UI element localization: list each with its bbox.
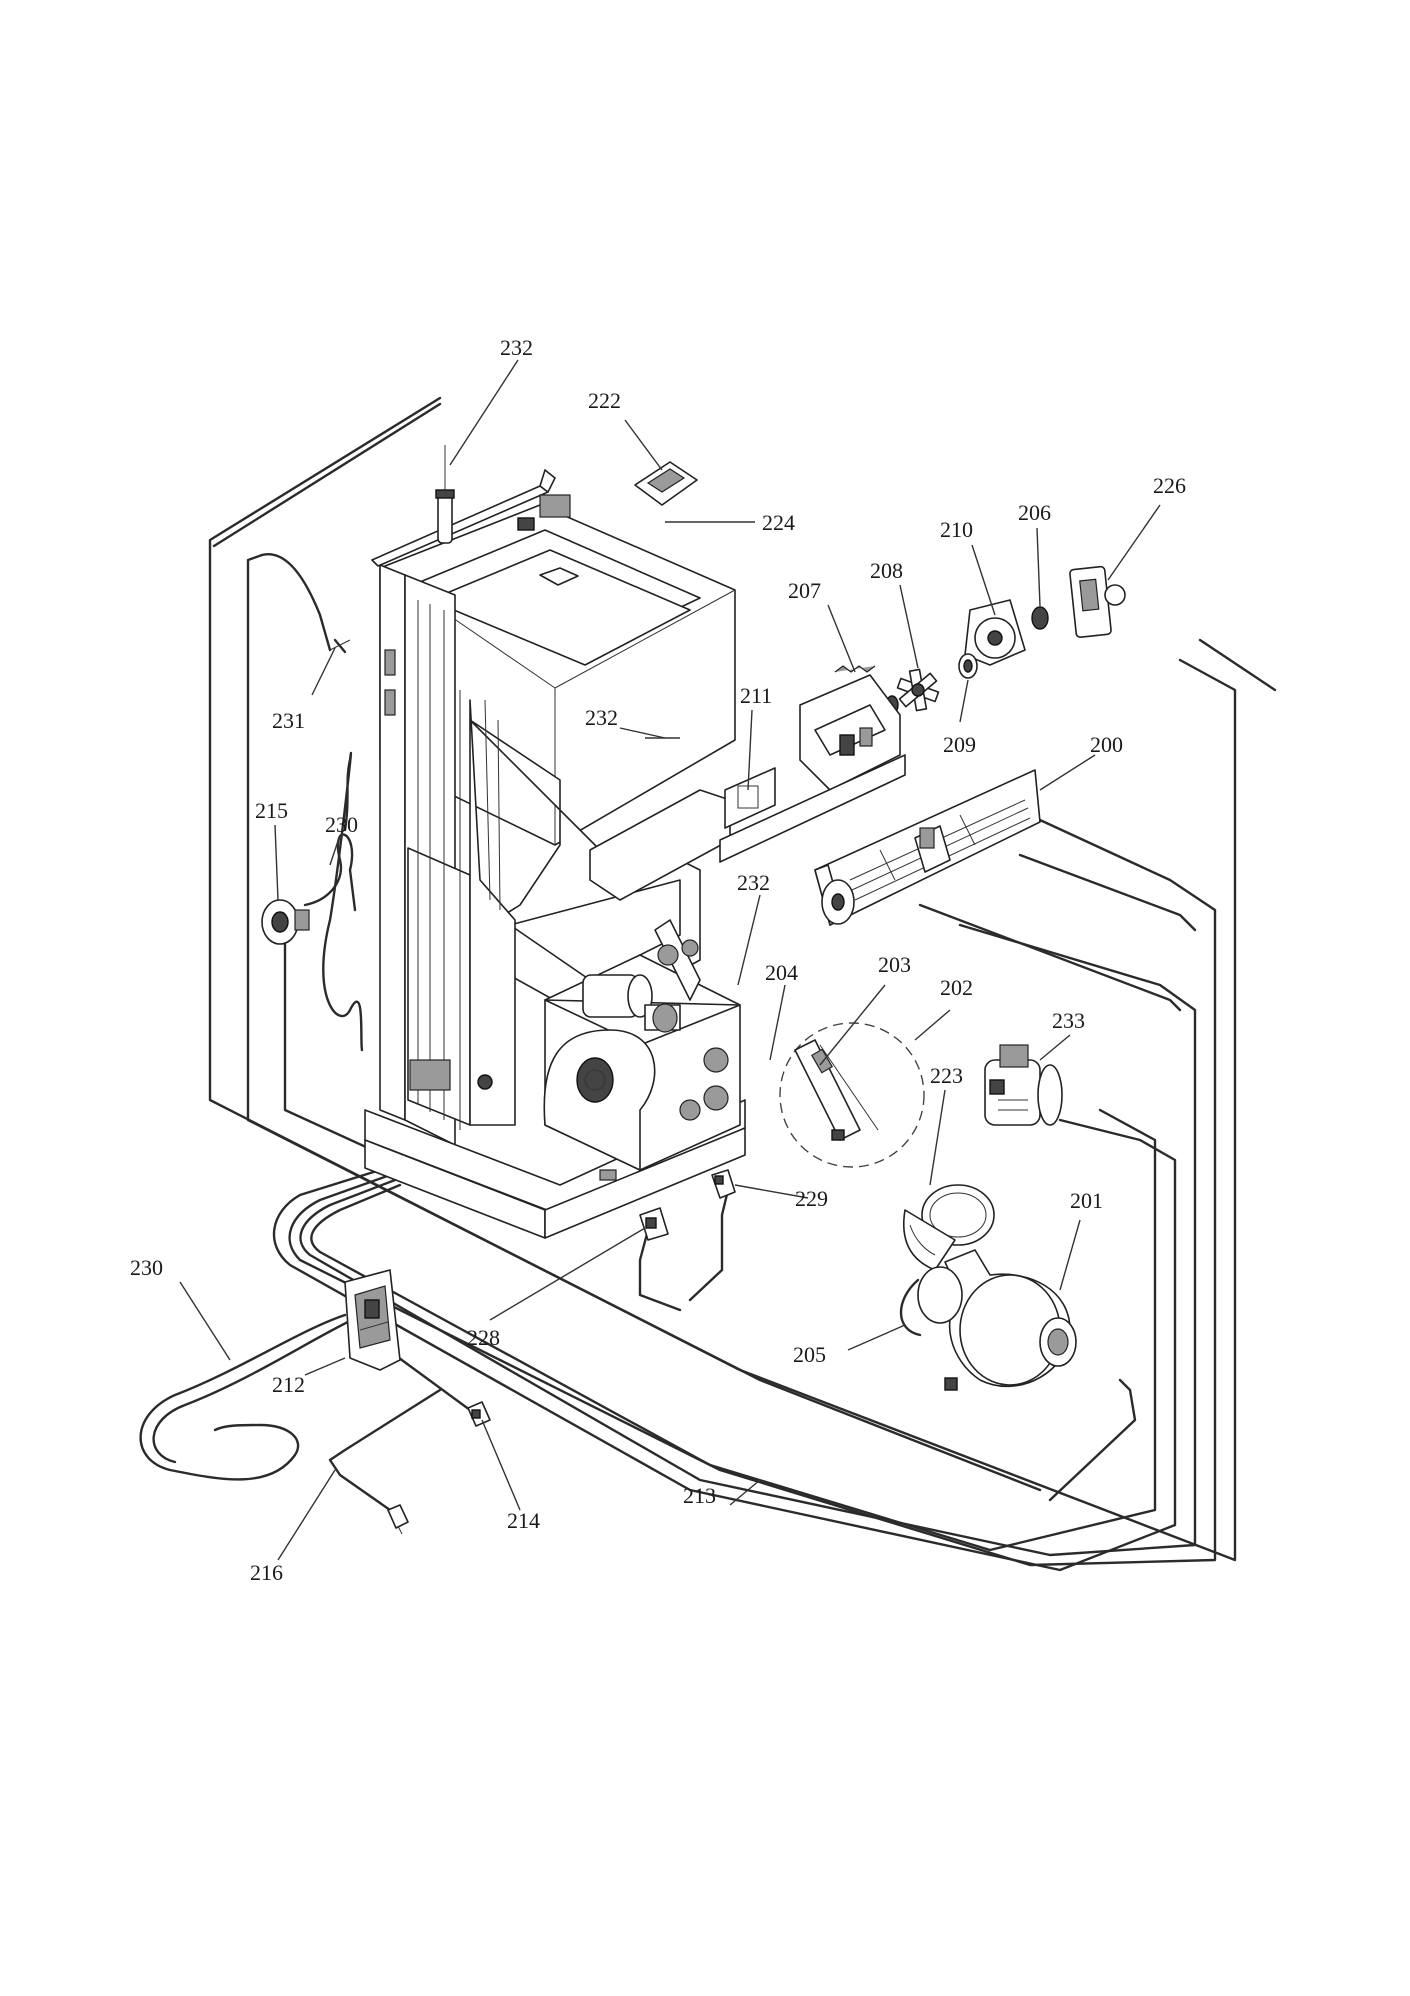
callout-222: 222 bbox=[588, 388, 621, 413]
callout-231: 231 bbox=[272, 708, 305, 733]
part-200-auger-tube bbox=[814, 769, 1041, 926]
callout-200: 200 bbox=[1090, 732, 1123, 757]
callout-215: 215 bbox=[255, 798, 288, 823]
callout-209: 209 bbox=[943, 732, 976, 757]
leader-lines bbox=[179, 359, 1161, 1561]
callout-213: 213 bbox=[683, 1483, 716, 1508]
part-231-probe bbox=[329, 638, 351, 654]
callout-202: 202 bbox=[940, 975, 973, 1000]
callout-206: 206 bbox=[1018, 500, 1051, 525]
callout-232-hopper: 232 bbox=[585, 705, 618, 730]
boiler-body bbox=[364, 445, 746, 1239]
part-233-pump-motor bbox=[984, 1044, 1063, 1126]
callout-210: 210 bbox=[940, 517, 973, 542]
part-229-relay bbox=[711, 1169, 736, 1199]
callout-224: 224 bbox=[762, 510, 795, 535]
callout-204: 204 bbox=[765, 960, 798, 985]
callout-228: 228 bbox=[467, 1325, 500, 1350]
callout-230-bottom: 230 bbox=[130, 1255, 163, 1280]
callout-203: 203 bbox=[878, 952, 911, 977]
callout-211: 211 bbox=[740, 683, 772, 708]
callout-labels: 232 222 224 226 206 210 207 208 209 211 … bbox=[130, 335, 1186, 1585]
part-214-plug-connector bbox=[467, 1401, 491, 1427]
part-216-mains-plug bbox=[387, 1504, 409, 1535]
callout-226: 226 bbox=[1153, 473, 1186, 498]
part-228-switch bbox=[639, 1207, 669, 1241]
part-209-ring bbox=[958, 653, 978, 679]
callout-232-pipe: 232 bbox=[737, 870, 770, 895]
callout-214: 214 bbox=[507, 1508, 540, 1533]
callout-208: 208 bbox=[870, 558, 903, 583]
callout-216: 216 bbox=[250, 1560, 283, 1585]
part-206-bushing bbox=[1031, 606, 1049, 630]
part-215-sensor bbox=[261, 899, 310, 945]
callout-212: 212 bbox=[272, 1372, 305, 1397]
callout-207: 207 bbox=[788, 578, 821, 603]
callout-232-top: 232 bbox=[500, 335, 533, 360]
callout-233: 233 bbox=[1052, 1008, 1085, 1033]
part-201-combustion-fan bbox=[899, 1249, 1077, 1391]
callout-205: 205 bbox=[793, 1342, 826, 1367]
callout-201: 201 bbox=[1070, 1188, 1103, 1213]
part-208-rotary-valve bbox=[885, 668, 940, 715]
part-202-igniter-detail bbox=[779, 1022, 925, 1168]
callout-229: 229 bbox=[795, 1186, 828, 1211]
part-210-flange bbox=[964, 599, 1026, 666]
part-207-valve-housing bbox=[799, 665, 901, 791]
part-222-control-display bbox=[634, 461, 698, 506]
part-212-control-board bbox=[344, 1269, 401, 1371]
part-223-elbow-duct bbox=[903, 1184, 995, 1271]
part-211-cover-plate bbox=[719, 754, 906, 863]
callout-223: 223 bbox=[930, 1063, 963, 1088]
callout-230-left: 230 bbox=[325, 812, 358, 837]
part-226-gearmotor bbox=[1069, 565, 1126, 638]
wiring-harness bbox=[139, 396, 1277, 1572]
